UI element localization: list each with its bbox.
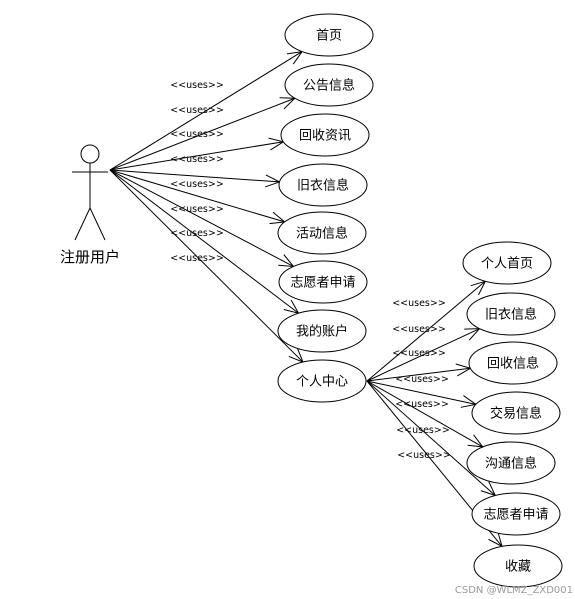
use-case-my_account-label: 我的账户 bbox=[296, 324, 348, 340]
sub-use-case-p_old_clothes[interactable] bbox=[466, 292, 556, 336]
use-case-old_clothes-edge bbox=[109, 169, 280, 183]
sub-use-case-p_recycle-edge bbox=[366, 367, 471, 382]
sub-use-case-p_trade[interactable] bbox=[471, 391, 561, 435]
edges: <<uses>> <<uses>> <<uses>> <<uses>> <<uses>>… bbox=[109, 50, 503, 548]
sub-use-case-p_volunteer-label: 志愿者申请 bbox=[483, 508, 548, 523]
use-case-my_account-edge bbox=[109, 169, 299, 314]
actor-head bbox=[80, 144, 100, 164]
use-case-activity[interactable] bbox=[277, 211, 367, 255]
use-case-volunteer_apply[interactable] bbox=[278, 260, 368, 304]
use-case-recycle_news-edge bbox=[109, 141, 284, 171]
use-case-old_clothes-uses-label: <<uses>> bbox=[170, 154, 224, 165]
sub-use-case-p_home-uses-label: <<uses>> bbox=[392, 298, 446, 309]
use-case-volunteer_apply-arrowhead bbox=[278, 254, 295, 268]
sub-use-case-p_comm-label: 沟通信息 bbox=[485, 456, 537, 472]
use-case-old_clothes-label: 旧衣信息 bbox=[297, 178, 349, 194]
sub-use-case-p_old_clothes-label: 旧衣信息 bbox=[485, 307, 537, 323]
use-case-recycle_news-uses-label: <<uses>> bbox=[170, 129, 224, 140]
watermark: CSDN @WLMZ_ZXD001 bbox=[455, 585, 573, 596]
sub-use-case-p_volunteer-uses-label: <<uses>> bbox=[396, 425, 450, 436]
sub-use-case-p_trade-uses-label: <<uses>> bbox=[395, 374, 449, 385]
sub-use-case-p_old_clothes-uses-label: <<uses>> bbox=[392, 324, 446, 335]
sub-use-case-p_home-label: 个人首页 bbox=[481, 257, 533, 272]
use-case-notice[interactable] bbox=[284, 63, 374, 107]
actor-name: 注册用户 bbox=[60, 248, 120, 266]
sub-use-case-p_favorites[interactable] bbox=[473, 544, 563, 588]
sub-use-case-p_favorites-uses-label: <<uses>> bbox=[397, 450, 451, 461]
sub-use-case-p_recycle-label: 回收信息 bbox=[487, 356, 539, 372]
use-case-old_clothes[interactable] bbox=[278, 163, 368, 207]
sub-use-case-p_comm[interactable] bbox=[466, 441, 556, 485]
sub-use-case-p_comm-uses-label: <<uses>> bbox=[395, 399, 449, 410]
sub-use-case-p_recycle[interactable] bbox=[468, 341, 558, 385]
sub-use-case-p_trade-edge bbox=[366, 380, 476, 405]
use-case-volunteer_apply-label: 志愿者申请 bbox=[290, 276, 355, 291]
use-case-home-uses-label: <<uses>> bbox=[170, 80, 224, 91]
use-case-personal_center-edge bbox=[109, 169, 304, 363]
use-case-my_account-uses-label: <<uses>> bbox=[170, 228, 224, 239]
sub-use-case-p_home[interactable] bbox=[462, 241, 552, 285]
use-case-my_account[interactable] bbox=[277, 309, 367, 353]
actor bbox=[72, 144, 108, 241]
sub-use-case-p_favorites-label: 收藏 bbox=[505, 560, 531, 575]
use-case-home[interactable] bbox=[284, 13, 374, 57]
use-case-notice-uses-label: <<uses>> bbox=[170, 105, 224, 116]
sub-use-case-p_trade-label: 交易信息 bbox=[490, 406, 542, 422]
sub-use-case-p_volunteer[interactable] bbox=[471, 492, 561, 536]
sub-use-case-p_volunteer-edge bbox=[366, 380, 496, 496]
use-case-notice-label: 公告信息 bbox=[303, 78, 355, 94]
use-case-volunteer_apply-uses-label: <<uses>> bbox=[170, 204, 224, 215]
use-case-personal_center-label: 个人中心 bbox=[296, 375, 348, 390]
use-case-home-label: 首页 bbox=[316, 29, 342, 44]
use-case-recycle_news-label: 回收资讯 bbox=[299, 129, 351, 144]
use-case-activity-uses-label: <<uses>> bbox=[170, 179, 224, 190]
actor-left-leg bbox=[74, 207, 91, 241]
actor-right-leg bbox=[89, 207, 106, 241]
use-case-activity-edge bbox=[109, 169, 285, 223]
sub-use-case-p_home-edge bbox=[366, 280, 486, 382]
use-case-home-edge bbox=[109, 51, 303, 171]
sub-use-case-p_recycle-uses-label: <<uses>> bbox=[392, 348, 446, 359]
use-case-personal_center[interactable] bbox=[277, 359, 367, 403]
use-case-volunteer_apply-edge bbox=[109, 169, 294, 267]
use-case-recycle_news[interactable] bbox=[280, 113, 370, 157]
use-case-activity-label: 活动信息 bbox=[296, 226, 348, 242]
use-case-personal_center-uses-label: <<uses>> bbox=[170, 253, 224, 264]
use-case-notice-edge bbox=[109, 97, 296, 171]
sub-use-case-p_old_clothes-edge bbox=[366, 328, 480, 382]
sub-use-case-p_comm-edge bbox=[366, 380, 483, 448]
use-cases: 首页公告信息回收资讯旧衣信息活动信息志愿者申请我的账户个人中心个人首页旧衣信息回… bbox=[277, 13, 563, 588]
